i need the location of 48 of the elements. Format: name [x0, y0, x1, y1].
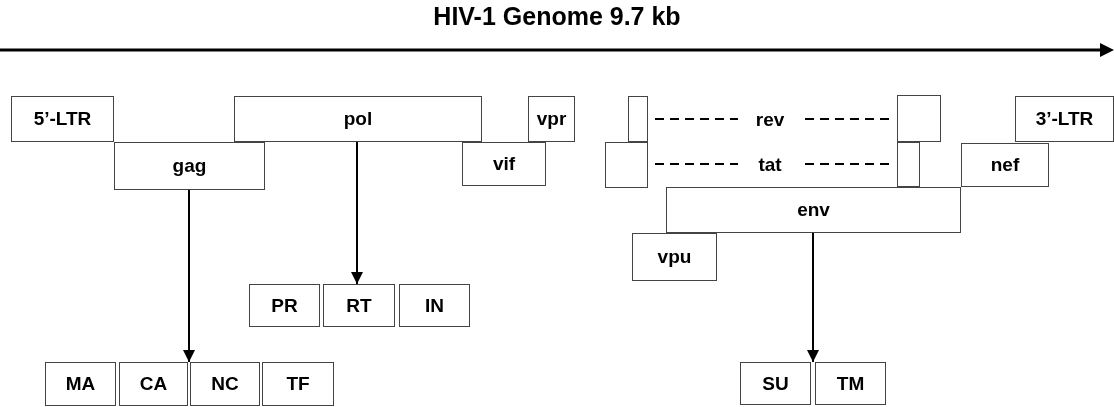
gene-box [262, 362, 334, 406]
arrow [183, 189, 195, 363]
exon-box [628, 96, 648, 142]
gene-name: pol [343, 108, 373, 130]
gene-box [632, 233, 717, 281]
diagram-title: HIV-1 Genome 9.7 kb [433, 2, 681, 31]
exon-box [605, 142, 648, 188]
gene-name: NC [211, 373, 239, 395]
dashed-line [654, 118, 739, 120]
gene-box [11, 96, 114, 142]
gene-name: gag [172, 155, 207, 177]
gene-box [740, 362, 811, 405]
gene-name: env [797, 199, 830, 221]
gene-box [45, 362, 116, 406]
gene-box [234, 96, 482, 142]
gene-box [462, 142, 546, 186]
gene-box [399, 284, 470, 327]
dashed-line [654, 163, 739, 165]
gene-name: RT [346, 294, 372, 317]
gene-name: TF [286, 373, 310, 395]
gene-name: MA [65, 373, 96, 395]
gene-box [961, 143, 1049, 187]
gene-name: TM [836, 372, 865, 395]
gene-box [528, 96, 575, 142]
gene-box [114, 142, 265, 190]
gene-box [323, 284, 395, 327]
gene-box [1015, 96, 1114, 142]
gene-label: tat [742, 152, 798, 178]
gene-box [190, 362, 260, 406]
exon-box [897, 142, 920, 187]
gene-box [119, 362, 188, 406]
gene-box [249, 284, 320, 327]
gene-name: 5’-LTR [33, 108, 92, 130]
gene-box [666, 187, 961, 233]
arrow [807, 232, 819, 363]
arrow [351, 141, 363, 285]
gene-box [815, 362, 886, 405]
gene-name: IN [425, 294, 444, 317]
gene-name: nef [990, 154, 1020, 176]
gene-name: 3’-LTR [1035, 108, 1094, 130]
gene-name: SU [762, 372, 789, 395]
gene-name: CA [139, 373, 168, 395]
gene-name: vpr [536, 108, 567, 130]
gene-name: PR [271, 294, 298, 317]
exon-box [897, 95, 941, 142]
gene-name: vpu [657, 246, 692, 268]
gene-name: vif [492, 153, 516, 175]
gene-label: rev [742, 107, 798, 133]
